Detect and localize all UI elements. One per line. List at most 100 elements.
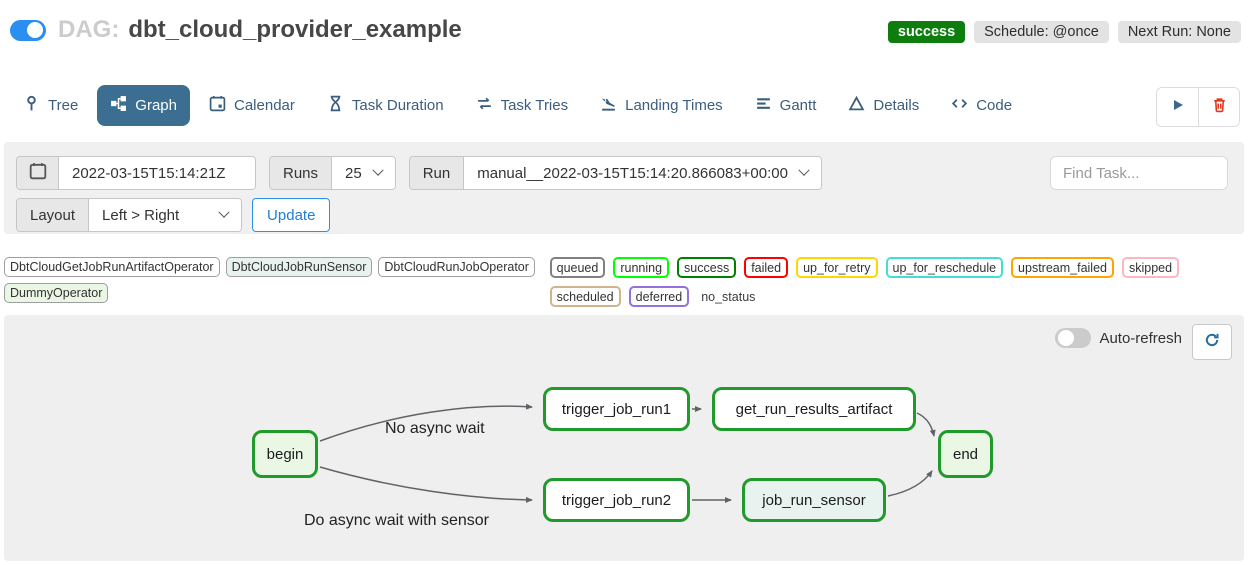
runs-count-value: 25	[345, 164, 362, 182]
chevron-down-icon	[372, 164, 384, 176]
tab-code[interactable]: Code	[938, 85, 1025, 126]
trigger-dag-button[interactable]	[1157, 88, 1198, 126]
trash-icon	[1211, 96, 1228, 118]
edge-artifact-end	[916, 412, 936, 437]
operator-badge: DbtCloudJobRunSensor	[225, 257, 373, 277]
status-legend-badge: running	[613, 257, 670, 278]
dag-header: DAG: dbt_cloud_provider_example	[10, 16, 462, 44]
header-badges: success Schedule: @once Next Run: None	[887, 21, 1241, 43]
dag-action-buttons	[1156, 87, 1240, 127]
task-node-trigger-job-run2[interactable]: trigger_job_run2	[543, 478, 690, 522]
status-legend-badge: queued	[549, 257, 606, 278]
operator-legend: DbtCloudGetJobRunArtifactOperator DbtClo…	[4, 257, 546, 307]
tab-task-tries[interactable]: Task Tries	[463, 85, 582, 126]
status-legend-badge: scheduled	[549, 286, 621, 307]
tab-label: Task Tries	[500, 97, 569, 114]
tab-gantt[interactable]: Gantt	[742, 85, 830, 126]
layout-value: Left > Right	[102, 206, 180, 224]
next-run-badge: Next Run: None	[1117, 21, 1241, 43]
task-node-job-run-sensor[interactable]: job_run_sensor	[742, 478, 886, 522]
dag-run-select[interactable]: manual__2022-03-15T15:14:20.866083+00:00	[464, 157, 821, 189]
gantt-bars-icon	[755, 95, 772, 116]
task-node-end[interactable]: end	[938, 430, 993, 478]
hourglass-icon	[327, 95, 344, 116]
edge-label-do-async-wait: Do async wait with sensor	[304, 512, 489, 529]
status-legend-badge: up_for_retry	[796, 257, 878, 278]
no-status-label: no_status	[701, 289, 756, 304]
view-tabbar: Tree Graph Calendar Task Duration Task T…	[10, 85, 1025, 126]
tab-label: Tree	[48, 97, 79, 114]
filter-row-2: Layout Left > Right Update	[16, 198, 331, 232]
operator-badge: DbtCloudRunJobOperator	[378, 257, 535, 277]
status-legend-badge: skipped	[1122, 257, 1180, 278]
auto-refresh-toggle[interactable]	[1055, 328, 1092, 348]
triangle-icon	[848, 95, 865, 116]
tab-details[interactable]: Details	[835, 85, 932, 126]
runs-label: Runs	[270, 157, 333, 189]
status-legend-badge: success	[677, 257, 737, 278]
task-node-trigger-job-run1[interactable]: trigger_job_run1	[543, 387, 690, 431]
task-node-begin[interactable]: begin	[252, 430, 318, 478]
auto-refresh-label: Auto-refresh	[1099, 329, 1182, 347]
filter-row-1: Runs 25 Run manual__2022-03-15T15:14:20.…	[16, 156, 822, 190]
edge-sensor-end	[887, 470, 933, 497]
retry-arrows-icon	[476, 95, 493, 116]
code-brackets-icon	[951, 95, 968, 116]
dag-pause-toggle[interactable]	[10, 19, 46, 41]
layout-group: Layout Left > Right	[16, 198, 243, 232]
calendar-icon	[209, 95, 226, 116]
calendar-icon	[29, 162, 47, 185]
filter-panel: Runs 25 Run manual__2022-03-15T15:14:20.…	[4, 142, 1244, 234]
edge-begin-trigger2	[319, 466, 533, 503]
tab-label: Calendar	[234, 97, 295, 114]
execution-date-input[interactable]	[59, 157, 255, 189]
tab-label: Gantt	[779, 97, 817, 114]
dag-prefix-label: DAG:	[58, 16, 120, 43]
toggle-knob	[27, 22, 43, 38]
execution-date-group	[16, 156, 256, 190]
update-button[interactable]: Update	[252, 198, 331, 232]
datepicker-button[interactable]	[17, 157, 59, 189]
status-legend: queued running success failed up_for_ret…	[549, 257, 1244, 307]
schedule-badge: Schedule: @once	[974, 21, 1109, 43]
status-legend-badge: deferred	[628, 286, 690, 307]
edge-label-no-async-wait: No async wait	[385, 420, 485, 437]
operator-badge: DummyOperator	[4, 283, 109, 303]
tab-calendar[interactable]: Calendar	[196, 85, 308, 126]
find-task-input[interactable]	[1050, 156, 1228, 190]
status-legend-badge: up_for_reschedule	[885, 257, 1004, 278]
task-node-get-run-results-artifact[interactable]: get_run_results_artifact	[712, 387, 916, 431]
tab-tree[interactable]: Tree	[10, 85, 91, 126]
legend: DbtCloudGetJobRunArtifactOperator DbtClo…	[4, 257, 1244, 307]
layout-select[interactable]: Left > Right	[89, 199, 242, 231]
run-group: Run manual__2022-03-15T15:14:20.866083+0…	[408, 156, 822, 190]
status-badge: success	[887, 21, 966, 43]
status-legend-badge: failed	[744, 257, 789, 278]
tab-label: Graph	[135, 97, 177, 114]
auto-refresh-control: Auto-refresh	[1055, 328, 1182, 348]
tree-icon	[23, 95, 40, 116]
refresh-button[interactable]	[1192, 324, 1232, 360]
layout-label: Layout	[17, 199, 90, 231]
graph-panel: Auto-refresh begin trigger_job_run1 get_…	[4, 315, 1244, 561]
status-legend-badge: upstream_failed	[1011, 257, 1114, 278]
tab-label: Task Duration	[351, 97, 444, 114]
tab-graph[interactable]: Graph	[97, 85, 190, 126]
tab-label: Details	[873, 97, 920, 114]
refresh-icon	[1203, 331, 1221, 354]
delete-dag-button[interactable]	[1198, 88, 1239, 126]
chevron-down-icon	[798, 164, 810, 176]
tab-task-duration[interactable]: Task Duration	[314, 85, 457, 126]
runs-count-select[interactable]: 25	[332, 157, 395, 189]
toggle-knob	[1057, 330, 1074, 346]
tab-label: Landing Times	[625, 97, 723, 114]
tab-landing-times[interactable]: Landing Times	[587, 85, 736, 126]
graph-icon	[110, 95, 127, 116]
play-icon	[1170, 97, 1186, 118]
plane-landing-icon	[600, 95, 617, 116]
chevron-down-icon	[218, 206, 230, 218]
tab-label: Code	[976, 97, 1013, 114]
dag-edges	[319, 403, 936, 503]
runs-group: Runs 25	[269, 156, 396, 190]
run-label: Run	[409, 157, 465, 189]
